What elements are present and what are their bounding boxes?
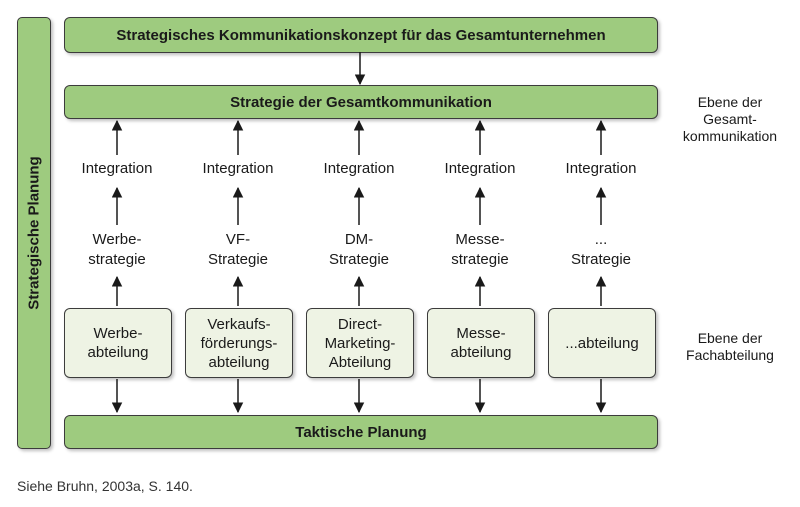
strategy-label-dm: DM- Strategie bbox=[328, 231, 390, 268]
dept-box-werbe: Werbe- abteilung bbox=[64, 308, 172, 378]
dept-box-other: ...abteilung bbox=[548, 308, 656, 378]
company-concept-box: Strategisches Kommunikationskonzept für … bbox=[64, 17, 658, 53]
dept-box-dm: Direct- Marketing- Abteilung bbox=[306, 308, 414, 378]
overall-strategy-box: Strategie der Gesamtkommunikation bbox=[64, 85, 658, 119]
integration-label-1: Integration bbox=[81, 160, 153, 177]
dept-box-vf: Verkaufs- förderungs- abteilung bbox=[185, 308, 293, 378]
level-label-department: Ebene der Fachabteilung bbox=[686, 330, 774, 363]
strategic-planning-bar: Strategische Planung bbox=[17, 17, 51, 449]
integration-label-4: Integration bbox=[444, 160, 516, 177]
integration-label-2: Integration bbox=[202, 160, 274, 177]
strategy-label-werbe: Werbe- strategie bbox=[88, 231, 146, 268]
strategy-label-vf: VF- Strategie bbox=[207, 231, 269, 268]
strategy-label-other: ... Strategie bbox=[570, 231, 632, 268]
integration-label-3: Integration bbox=[323, 160, 395, 177]
dept-box-messe: Messe- abteilung bbox=[427, 308, 535, 378]
level-label-overall: Ebene der Gesamt- kommunikation bbox=[682, 94, 778, 144]
integration-label-5: Integration bbox=[565, 160, 637, 177]
strategy-label-messe: Messe- strategie bbox=[451, 231, 509, 268]
source-footnote: Siehe Bruhn, 2003a, S. 140. bbox=[17, 478, 193, 494]
tactical-planning-box: Taktische Planung bbox=[64, 415, 658, 449]
